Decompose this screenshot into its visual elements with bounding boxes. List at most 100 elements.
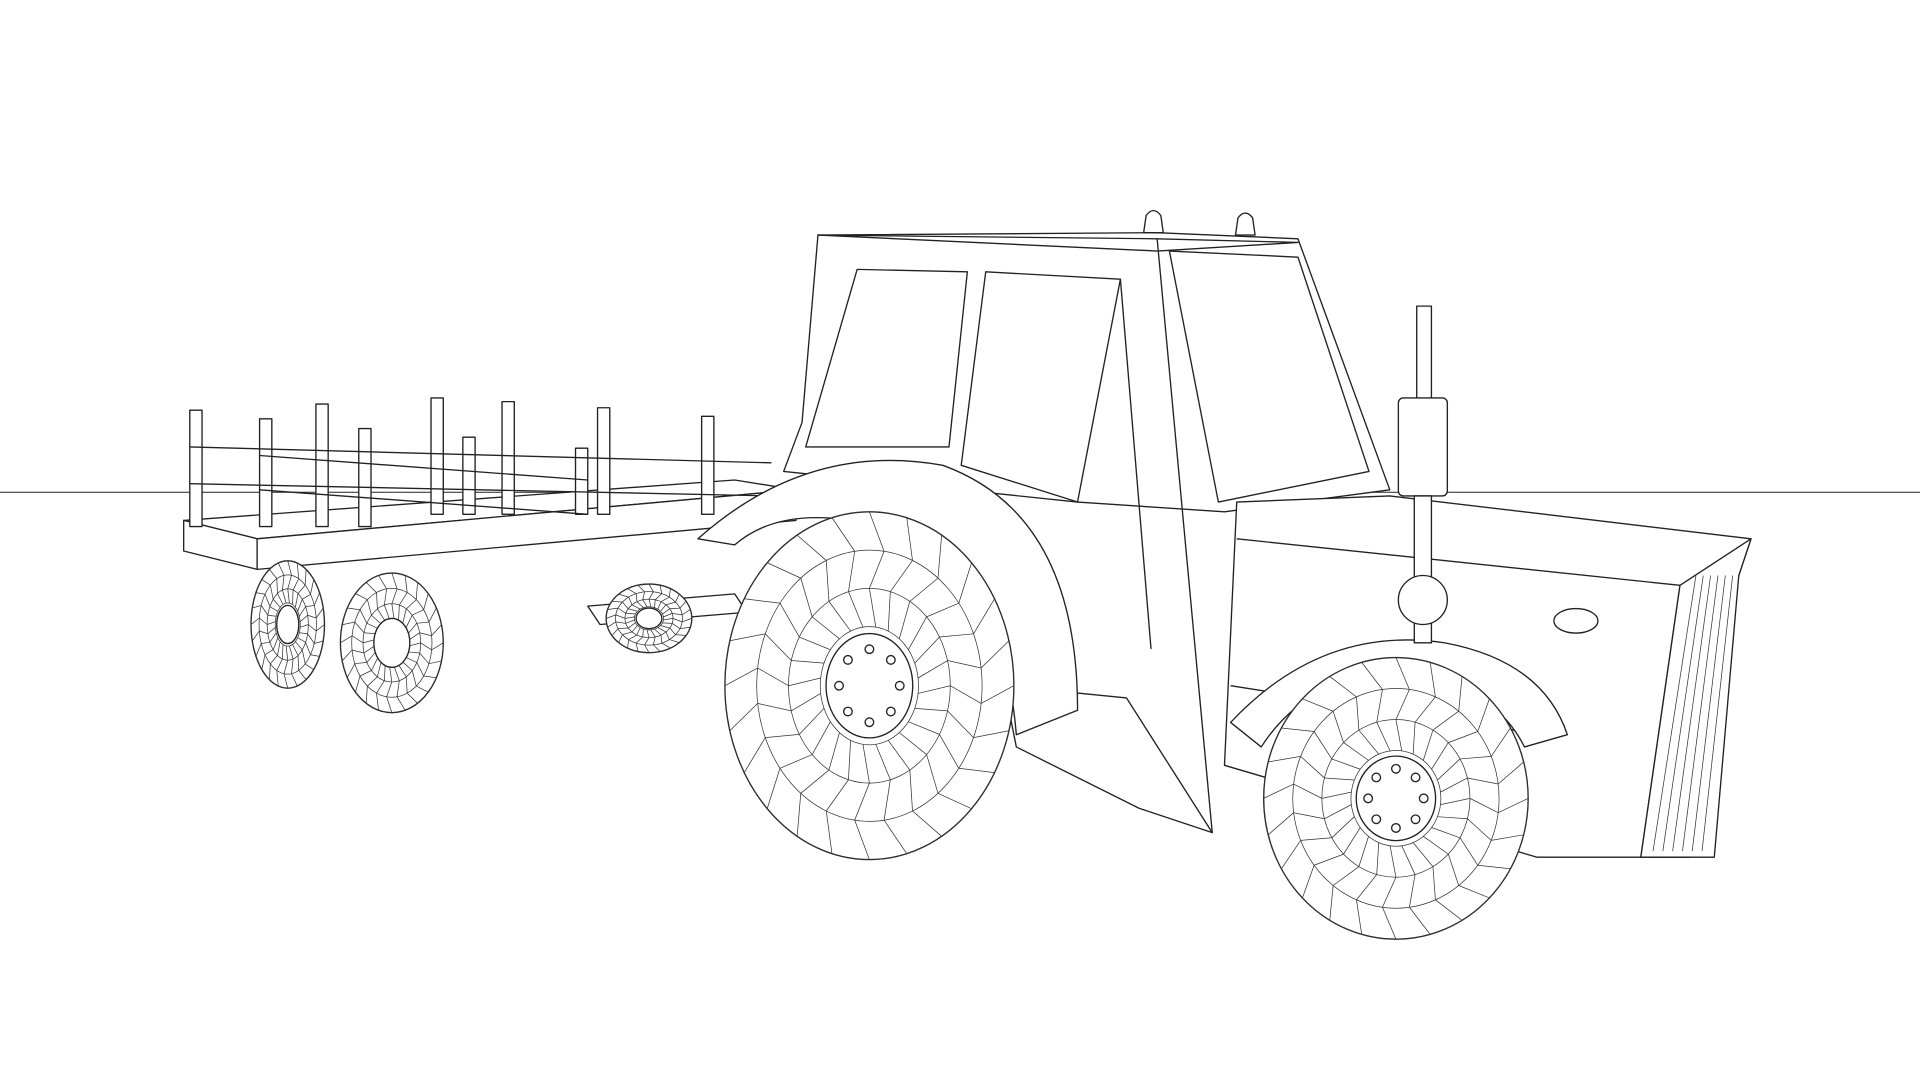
wheel-bolt bbox=[1410, 772, 1421, 783]
tire-mesh-edge bbox=[386, 696, 393, 713]
tire-mesh-edge bbox=[642, 599, 648, 608]
tire-mesh-edge bbox=[1458, 676, 1463, 712]
tire-mesh-edge bbox=[259, 617, 268, 625]
tire-mesh-edge bbox=[1412, 842, 1434, 867]
rail-post bbox=[700, 415, 715, 515]
tire-mesh-edge bbox=[618, 627, 629, 629]
tire-mesh-ring bbox=[351, 588, 433, 698]
tire-mesh-edge bbox=[906, 517, 913, 561]
tire-mesh-edge bbox=[659, 585, 663, 594]
tire-mesh-edge bbox=[283, 660, 289, 674]
tire-mesh-edge bbox=[298, 670, 307, 680]
tire-mesh-edge bbox=[653, 644, 661, 652]
tire-mesh-edge bbox=[1300, 756, 1325, 779]
tire-mesh-edge bbox=[310, 654, 320, 657]
tire-mesh-edge bbox=[371, 614, 382, 625]
tire-mesh-edge bbox=[1431, 742, 1449, 770]
tire-mesh-edge bbox=[1467, 818, 1492, 841]
tire-mesh-edge bbox=[405, 615, 413, 629]
tire-mesh-edge bbox=[636, 627, 641, 636]
tire-mesh-edge bbox=[625, 619, 635, 624]
tire-mesh-edge bbox=[301, 649, 306, 664]
tire-mesh-edge bbox=[917, 660, 948, 679]
tire-mesh-edge bbox=[291, 673, 298, 687]
tire-mesh-edge bbox=[402, 661, 413, 671]
cab-window-front bbox=[1168, 250, 1370, 503]
tire-mesh-edge bbox=[637, 584, 645, 593]
tire-mesh-edge bbox=[642, 591, 645, 600]
tire-mesh-edge bbox=[411, 670, 417, 687]
tire-mesh-edge bbox=[1469, 798, 1499, 814]
tire-mesh-ring bbox=[819, 626, 919, 746]
tire-mesh-edge bbox=[366, 651, 376, 663]
grille-slat bbox=[1672, 575, 1711, 852]
tire-mesh-edge bbox=[406, 692, 418, 704]
tire-mesh-edge bbox=[799, 708, 825, 735]
tire-mesh-edge bbox=[1437, 816, 1468, 820]
tire-mesh-edge bbox=[305, 605, 315, 608]
tire-mesh-edge bbox=[950, 685, 982, 704]
rail-post bbox=[430, 397, 444, 515]
tire-mesh-edge bbox=[277, 593, 284, 605]
tire-mesh-ring bbox=[756, 549, 983, 822]
tire-mesh-edge bbox=[660, 634, 663, 644]
rail-post bbox=[462, 436, 476, 515]
tire-mesh-edge bbox=[628, 597, 633, 605]
tire-mesh-edge bbox=[428, 607, 437, 623]
tire-mesh-edge bbox=[757, 703, 792, 712]
exhaust-pipe-top bbox=[1416, 305, 1433, 403]
tire-mesh-edge bbox=[405, 676, 408, 694]
tire-mesh-edge bbox=[615, 614, 626, 619]
tire-mesh-edge bbox=[825, 810, 833, 854]
tire-mesh-edge bbox=[264, 594, 271, 607]
tire-mesh-edge bbox=[648, 591, 654, 600]
tire-mesh-edge bbox=[660, 625, 670, 629]
tire-mesh-edge bbox=[269, 632, 277, 643]
tire-mesh-edge bbox=[648, 599, 652, 607]
tire-mesh-edge bbox=[250, 617, 260, 625]
tire-mesh-edge bbox=[652, 636, 656, 645]
tire-mesh-edge bbox=[299, 614, 308, 622]
tire-mesh-edge bbox=[423, 593, 429, 610]
tire-mesh-edge bbox=[416, 685, 429, 693]
tire-mesh-edge bbox=[848, 591, 864, 628]
tire-mesh-edge bbox=[675, 593, 680, 603]
tire-mesh-edge bbox=[1497, 761, 1524, 785]
tire-mesh-edge bbox=[937, 792, 972, 809]
wheel-bolt bbox=[864, 717, 875, 728]
tire-mesh-edge bbox=[282, 589, 287, 604]
tire-mesh-edge bbox=[729, 703, 758, 731]
tire-mesh-edge bbox=[371, 657, 379, 671]
tire-mesh-edge bbox=[654, 628, 662, 636]
tire-mesh-edge bbox=[431, 642, 444, 651]
tire-mesh-edge bbox=[285, 645, 289, 661]
tire-mesh-edge bbox=[681, 618, 692, 623]
tire-mesh-ring bbox=[634, 606, 664, 631]
tire-mesh-edge bbox=[270, 655, 278, 665]
tire-mesh-edge bbox=[315, 607, 324, 619]
tire-mesh-edge bbox=[408, 632, 420, 641]
tire-mesh-edge bbox=[1281, 727, 1315, 732]
tire-mesh-edge bbox=[947, 710, 974, 738]
tire-mesh-edge bbox=[875, 744, 891, 780]
tire-mesh-edge bbox=[1498, 798, 1529, 814]
tire-mesh-edge bbox=[1382, 907, 1397, 940]
tire-mesh-edge bbox=[1293, 812, 1325, 820]
tire-mesh-edge bbox=[890, 560, 913, 592]
tire-mesh-edge bbox=[665, 631, 670, 640]
tire-mesh-edge bbox=[267, 621, 276, 625]
tire-mesh-edge bbox=[297, 584, 306, 594]
tire-mesh-edge bbox=[362, 639, 375, 644]
rail-post bbox=[596, 407, 611, 515]
tire-mesh-edge bbox=[292, 578, 300, 591]
tire-mesh-edge bbox=[914, 636, 940, 664]
tire-mesh-edge bbox=[937, 535, 942, 579]
tire-mesh-edge bbox=[302, 593, 311, 600]
tire-mesh-edge bbox=[291, 658, 294, 674]
tire-mesh-edge bbox=[277, 641, 281, 656]
tire-mesh-edge bbox=[1437, 758, 1461, 781]
tire-mesh-edge bbox=[980, 640, 1010, 669]
tire-mesh-edge bbox=[1440, 777, 1468, 793]
tire-mesh-edge bbox=[1477, 698, 1490, 732]
tire-mesh-edge bbox=[650, 629, 656, 638]
